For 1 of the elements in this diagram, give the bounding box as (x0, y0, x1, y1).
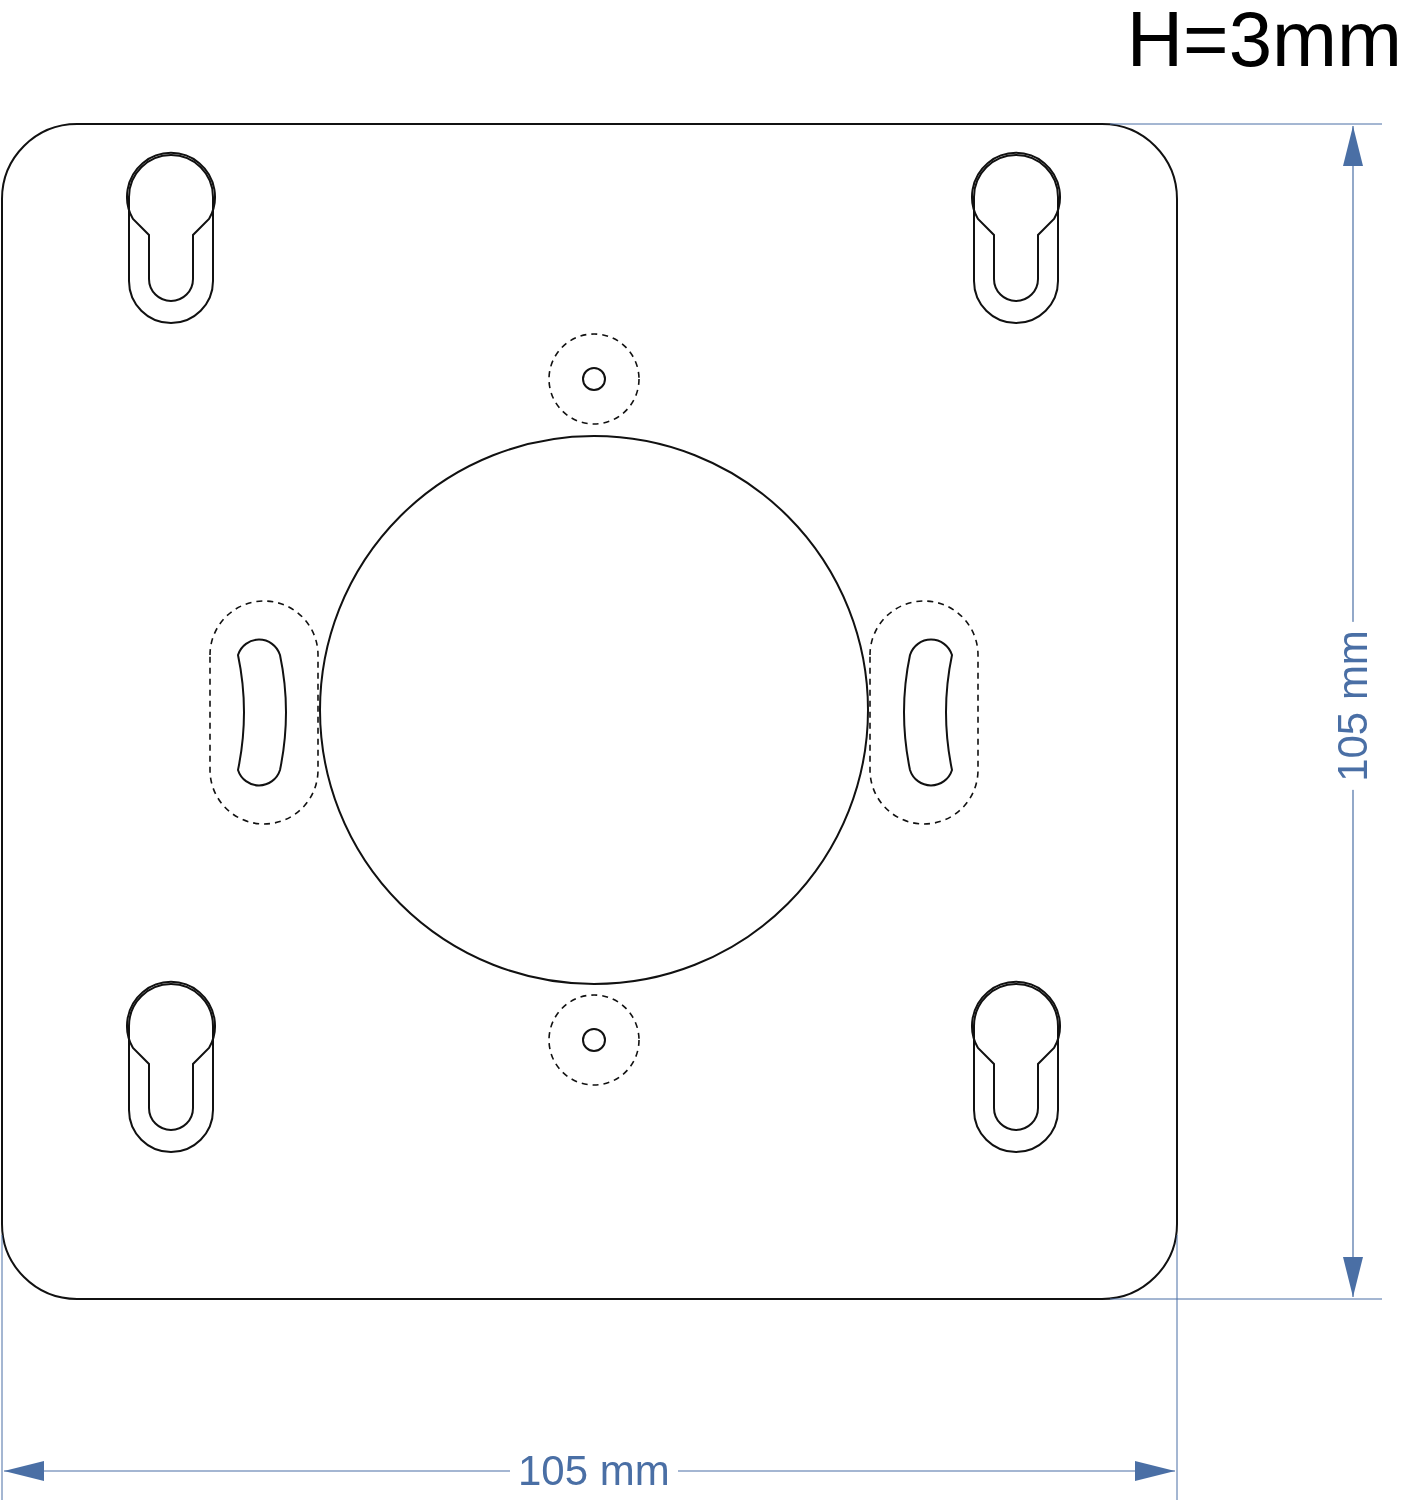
thickness-label: H=3mm (1126, 0, 1402, 78)
